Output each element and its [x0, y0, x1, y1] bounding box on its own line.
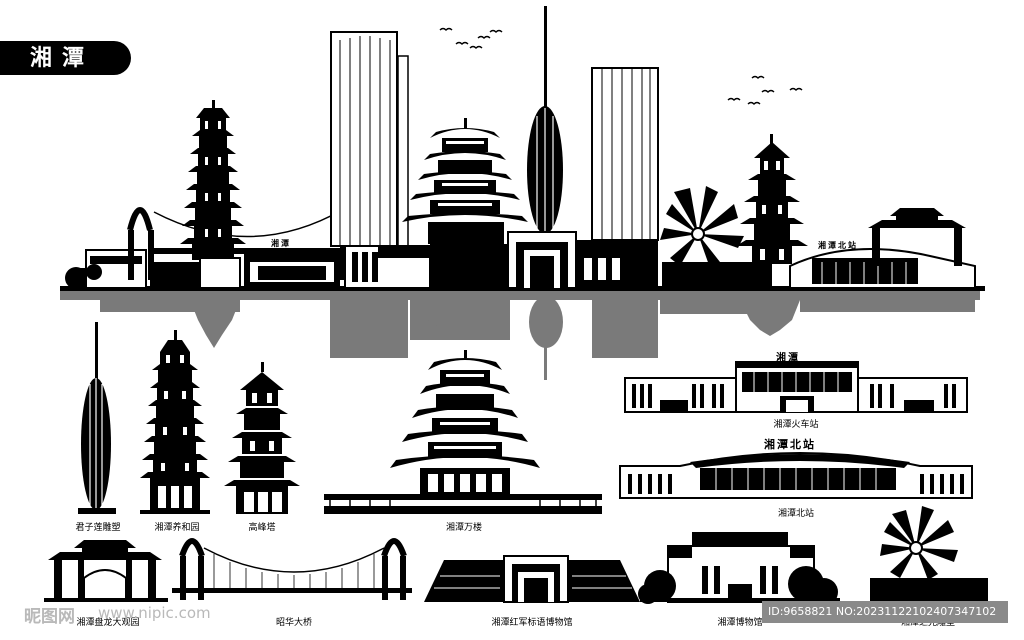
- skyline-reflection: [60, 290, 980, 380]
- landmark-panlong-gate: [44, 540, 168, 602]
- label-light-sculpture: 湘潭之光雕塑: [900, 618, 956, 628]
- railway-station-sign: 湘潭: [776, 353, 800, 364]
- landmark-xiangtan-north-station: [619, 452, 973, 499]
- label-red-army-museum: 湘潭红军标语博物馆: [491, 618, 573, 628]
- label-xiangtan-museum: 湘潭博物馆: [717, 618, 763, 628]
- label-north-station: 湘潭北站: [777, 509, 815, 519]
- gate-arch: [868, 208, 966, 266]
- main-skyline: [60, 6, 985, 291]
- landmark-red-army-museum: [424, 555, 640, 603]
- landmark-xiangtan-museum: [638, 532, 840, 606]
- pagoda-right: [736, 134, 808, 264]
- landmark-gaofeng-pagoda: [224, 362, 300, 514]
- landmark-light-sculpture: [870, 506, 988, 602]
- landmark-zhaohua-bridge: [172, 538, 412, 600]
- landmark-lotus-sculpture: [78, 322, 116, 514]
- label-yanghe-garden: 湘潭养和园: [154, 523, 200, 533]
- watermark-url: www.nipic.com: [98, 604, 211, 622]
- skyline-arch-sign: 湘潭: [271, 239, 291, 248]
- skyline-station-sign: 湘潭北站: [818, 241, 858, 250]
- landmark-xiangtan-railway-station: [624, 361, 968, 413]
- birds: [439, 27, 803, 105]
- label-gaofeng-pagoda: 高峰塔: [248, 523, 276, 533]
- label-lotus-sculpture: 君子莲雕塑: [75, 523, 121, 533]
- label-railway-station: 湘潭火车站: [773, 420, 819, 430]
- city-title: 湘潭: [30, 45, 95, 71]
- label-wanlou: 湘潭万楼: [445, 523, 483, 533]
- watermark-id: ID:9658821 NO:20231122102407347102: [762, 601, 1008, 623]
- pavilion-main: [402, 118, 528, 244]
- watermark-logo: 昵图网: [24, 607, 75, 627]
- north-station-sign: 湘潭北站: [764, 438, 816, 451]
- windmill-sculpture: [660, 186, 744, 268]
- title-banner: 湘潭: [0, 41, 131, 75]
- label-zhaohua-bridge: 昭华大桥: [275, 618, 313, 628]
- label-panlong-garden: 湘潭盘龙大观园: [76, 618, 140, 628]
- pagoda-left: [180, 100, 246, 260]
